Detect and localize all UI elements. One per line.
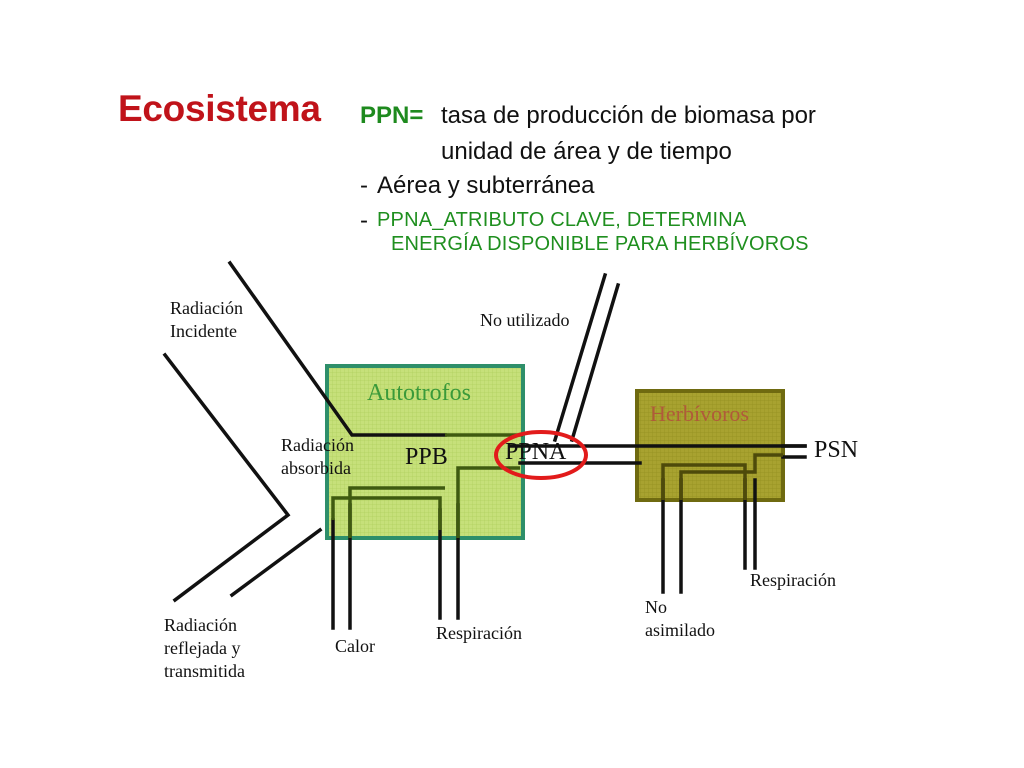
radiacion-incidente-line-1: Radiación — [170, 298, 243, 318]
slide-title: Ecosistema — [118, 88, 321, 129]
bullet-2-line-2: ENERGÍA DISPONIBLE PARA HERBÍVOROS — [391, 233, 809, 255]
psn-label: PSN — [814, 437, 859, 463]
autotrofos-label: Autotrofos — [367, 380, 471, 406]
no-asimilado-label: No asimilado — [645, 596, 715, 642]
bullet-1-marker: - — [360, 172, 368, 199]
no-utilizado-label: No utilizado — [480, 310, 570, 330]
bullet-2-marker: - — [360, 207, 368, 234]
ppn-key: PPN= — [360, 102, 424, 129]
radiacion-absorbida-line-1: Radiación — [281, 435, 354, 455]
inner-flow-calor — [331, 496, 442, 530]
ppna-highlight-circle — [494, 430, 588, 480]
no-utilizado-line-1 — [552, 272, 608, 443]
no-asimilado-line-1: No — [645, 597, 667, 617]
radiacion-incidente-label: Radiación Incidente — [170, 297, 243, 343]
radiacion-absorbida-label: Radiación absorbida — [281, 434, 354, 480]
radiacion-reflejada-line-3: transmitida — [164, 661, 245, 681]
no-asimilado-line-2: asimilado — [645, 620, 715, 640]
reflected-radiation-inner-line — [229, 527, 323, 598]
inner-flow-calor-2 — [348, 486, 445, 538]
incident-radiation-line — [227, 260, 447, 437]
respiracion-autotrofos-label: Respiración — [436, 623, 522, 643]
ppna-label: PPNA — [505, 439, 567, 465]
respiracion-herbivoros-label: Respiración — [750, 570, 836, 590]
bullet-1-text: Aérea y subterránea — [377, 172, 595, 199]
calor-label: Calor — [335, 636, 375, 656]
herbivoros-label: Herbívoros — [650, 401, 749, 426]
inner-flow-respiracion — [456, 466, 520, 538]
radiacion-reflejada-line-1: Radiación — [164, 615, 237, 635]
no-utilizado-line-2 — [569, 282, 621, 443]
radiacion-absorbida-line-2: absorbida — [281, 458, 351, 478]
autotrofos-box — [325, 364, 525, 540]
definition-line-2: unidad de área y de tiempo — [441, 138, 732, 165]
inner-flow-h-1 — [661, 463, 747, 500]
radiacion-reflejada-line-2: reflejada y — [164, 638, 241, 658]
radiacion-reflejada-label: Radiación reflejada y transmitida — [164, 614, 245, 683]
definition-line-1: tasa de producción de biomasa por — [441, 102, 816, 129]
radiacion-incidente-line-2: Incidente — [170, 321, 237, 341]
inner-flow-h-2 — [679, 453, 783, 500]
reflected-radiation-outer-line — [162, 352, 291, 603]
bullet-2-line-1: PPNA_ATRIBUTO CLAVE, DETERMINA — [377, 209, 747, 231]
ppb-label: PPB — [405, 444, 448, 470]
